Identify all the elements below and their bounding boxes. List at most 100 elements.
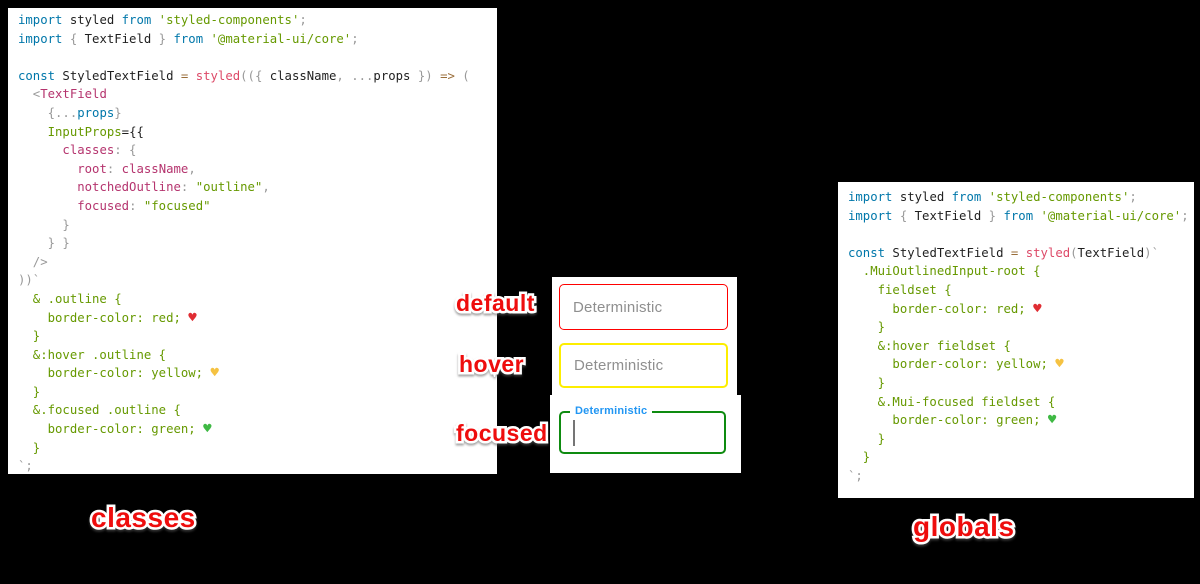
code-line: .MuiOutlinedInput-root { bbox=[848, 262, 1194, 281]
code-token: ... bbox=[55, 105, 78, 120]
code-token: } bbox=[981, 208, 1004, 223]
code-token: `; bbox=[18, 459, 33, 474]
textfield-placeholder: Deterministic bbox=[573, 298, 663, 316]
code-token: const bbox=[18, 68, 56, 83]
code-token: } bbox=[18, 440, 41, 455]
code-token: : bbox=[129, 198, 144, 213]
code-token: root bbox=[77, 161, 107, 176]
code-token: border-color: yellow; bbox=[848, 357, 1056, 372]
code-token: "outline" bbox=[195, 180, 263, 195]
code-token bbox=[18, 180, 77, 194]
code-line: } bbox=[18, 327, 497, 346]
code-line: import styled from 'styled-components'; bbox=[18, 11, 497, 30]
code-token: < bbox=[18, 87, 41, 102]
code-line: root: className, bbox=[18, 160, 497, 179]
code-line: classes: { bbox=[18, 141, 497, 160]
heart-icon: ♥ bbox=[1047, 412, 1057, 429]
code-line: } bbox=[848, 448, 1194, 467]
code-token: } bbox=[114, 105, 122, 120]
code-token: "focused" bbox=[143, 198, 211, 213]
code-line: } bbox=[848, 374, 1194, 393]
code-token: (( bbox=[240, 68, 255, 83]
heart-icon: ♥ bbox=[210, 365, 219, 382]
code-token: border-color: green; bbox=[18, 422, 204, 437]
code-line: {...props} bbox=[18, 104, 497, 123]
code-token: `; bbox=[848, 468, 863, 483]
code-token: 'styled-components' bbox=[981, 190, 1130, 204]
code-token: ( bbox=[1070, 245, 1078, 260]
textfield-default-state[interactable]: Deterministic bbox=[559, 284, 728, 330]
code-token: styled bbox=[62, 13, 122, 27]
code-token: , bbox=[262, 180, 270, 195]
code-token: } bbox=[18, 384, 41, 399]
code-line: border-color: red; ♥ bbox=[18, 309, 497, 328]
code-line: &:hover .outline { bbox=[18, 346, 497, 365]
code-line: `; bbox=[18, 457, 497, 474]
code-token: }) bbox=[410, 68, 433, 83]
code-token: &:hover .outline { bbox=[18, 347, 167, 362]
code-token: StyledTextField bbox=[55, 68, 181, 83]
code-token: border-color: yellow; bbox=[18, 366, 211, 381]
code-line: } bbox=[848, 318, 1194, 337]
heart-icon: ♥ bbox=[1055, 356, 1064, 373]
code-token: ; bbox=[299, 13, 307, 27]
code-token bbox=[18, 199, 77, 213]
code-line bbox=[18, 48, 497, 67]
code-snippet-globals: import styled from 'styled-components';i… bbox=[838, 182, 1194, 498]
code-token: &.Mui-focused fieldset { bbox=[848, 394, 1056, 409]
code-line bbox=[848, 225, 1194, 244]
code-token: TextField bbox=[1077, 245, 1145, 260]
code-token: TextField bbox=[40, 87, 107, 102]
code-token: styled bbox=[892, 190, 952, 204]
code-token: border-color: red; bbox=[18, 310, 189, 325]
code-token bbox=[1018, 246, 1025, 260]
code-token: classes bbox=[62, 143, 115, 158]
textfield-demo-card-focused: Deterministic bbox=[550, 395, 741, 473]
textfield-focused-state[interactable]: Deterministic bbox=[559, 405, 726, 454]
code-token: 'styled-components' bbox=[151, 13, 300, 27]
code-token: from bbox=[1003, 208, 1034, 223]
code-line: /> bbox=[18, 253, 497, 272]
code-token: } bbox=[848, 375, 886, 390]
code-token: from bbox=[121, 13, 152, 27]
code-snippet-classes: import styled from 'styled-components';i… bbox=[8, 8, 497, 474]
code-token: { bbox=[254, 68, 270, 83]
code-line: } bbox=[18, 383, 497, 402]
code-token: TextField bbox=[84, 31, 152, 46]
code-token: import bbox=[848, 190, 893, 204]
code-line: fieldset { bbox=[848, 281, 1194, 300]
heart-icon: ♥ bbox=[203, 421, 212, 438]
code-token: styled bbox=[1025, 245, 1071, 260]
code-token: TextField bbox=[914, 208, 982, 223]
code-line: & .outline { bbox=[18, 290, 497, 309]
code-line: `; bbox=[848, 467, 1194, 486]
code-line: } bbox=[18, 216, 497, 235]
code-token: ; bbox=[351, 31, 359, 46]
code-line: border-color: yellow; ♥ bbox=[848, 355, 1194, 374]
code-token: props bbox=[373, 68, 411, 83]
code-token: )` bbox=[1144, 245, 1159, 260]
textfield-hover-state[interactable]: Deterministic bbox=[559, 343, 728, 388]
code-token: import bbox=[18, 31, 63, 46]
code-token: props bbox=[77, 105, 115, 120]
code-token: fieldset { bbox=[848, 282, 952, 297]
code-token: &.focused .outline { bbox=[18, 403, 181, 418]
code-line: border-color: green; ♥ bbox=[18, 420, 497, 439]
code-line: import { TextField } from '@material-ui/… bbox=[18, 30, 497, 49]
code-token: /> bbox=[18, 254, 48, 269]
code-token: ))` bbox=[18, 273, 41, 288]
code-token: className bbox=[269, 68, 337, 83]
code-token: border-color: red; bbox=[848, 301, 1034, 316]
code-token: => bbox=[440, 68, 455, 83]
code-token: ( bbox=[454, 68, 470, 83]
code-line: &:hover fieldset { bbox=[848, 337, 1194, 356]
code-token: } bbox=[848, 431, 886, 446]
code-line: } } bbox=[18, 234, 497, 253]
code-token: notchedOutline bbox=[77, 180, 181, 195]
state-label-focused: focused bbox=[454, 418, 550, 449]
code-token: = bbox=[180, 68, 189, 83]
code-token: : { bbox=[114, 143, 137, 158]
code-line: } bbox=[18, 439, 497, 458]
code-line: const StyledTextField = styled(TextField… bbox=[848, 244, 1194, 263]
